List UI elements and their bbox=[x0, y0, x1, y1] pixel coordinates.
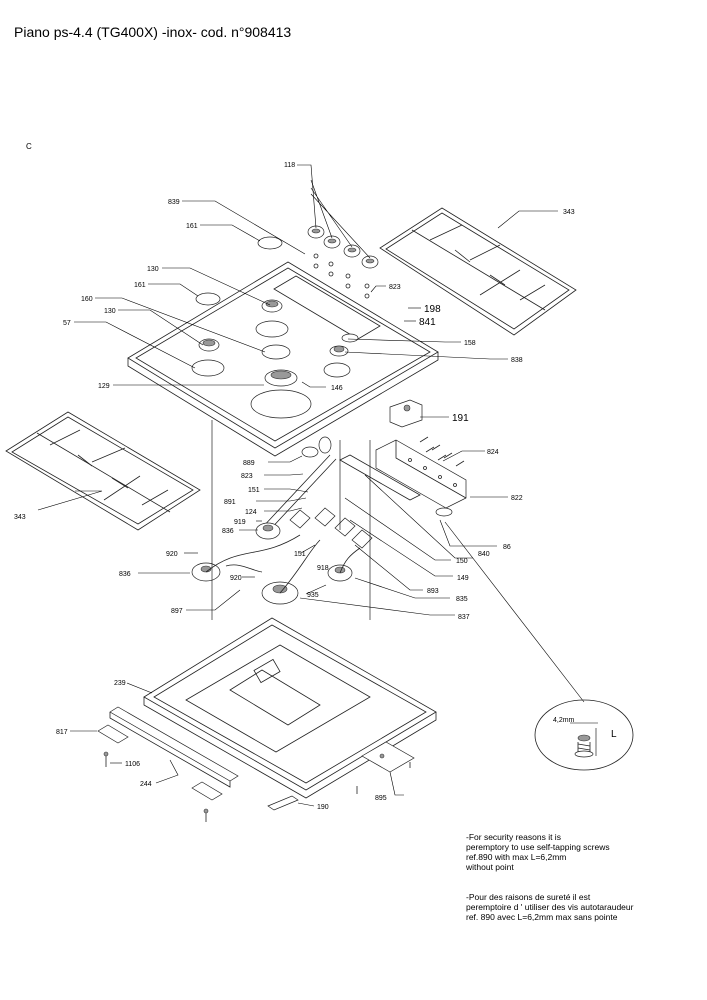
note-line: peremptoire d ' utiliser des vis autotar… bbox=[466, 902, 634, 912]
callout-57: 57 bbox=[63, 320, 71, 327]
control-knobs bbox=[307, 225, 379, 299]
detail-dimension: 4,2mm bbox=[553, 717, 575, 724]
callout-891: 891 bbox=[224, 499, 236, 506]
callout-198: 198 bbox=[424, 304, 441, 315]
burner-right bbox=[323, 345, 351, 378]
safety-note-french: -Pour des raisons de sureté il est perem… bbox=[466, 892, 633, 922]
screw-detail-magnifier: 4,2mm L bbox=[444, 521, 634, 771]
leader-lines bbox=[37, 164, 558, 807]
callout-837: 837 bbox=[458, 614, 470, 621]
ignition-generator bbox=[389, 399, 423, 428]
front-strip bbox=[109, 706, 239, 788]
burner-rear-left bbox=[255, 299, 289, 338]
callout-823: 823 bbox=[389, 284, 401, 291]
clip-817 bbox=[97, 724, 129, 767]
callout-161: 161 bbox=[186, 223, 198, 230]
callout-893: 893 bbox=[427, 588, 439, 595]
hob-top-plate bbox=[127, 261, 439, 457]
callout-labels: 118 839 161 343 130 161 160 130 823 198 … bbox=[14, 162, 575, 811]
note-line: peremptory to use self-tapping screws bbox=[466, 842, 610, 852]
callout-935: 935 bbox=[307, 592, 319, 599]
callout-118: 118 bbox=[284, 162, 295, 169]
callout-919: 919 bbox=[234, 519, 246, 526]
callout-146: 146 bbox=[331, 385, 343, 392]
callout-191: 191 bbox=[452, 413, 469, 424]
pan-support-grid-left bbox=[5, 411, 201, 531]
callout-817: 817 bbox=[56, 729, 68, 736]
callout-895: 895 bbox=[375, 795, 387, 802]
callout-239: 239 bbox=[114, 680, 126, 687]
base-tray bbox=[143, 617, 437, 799]
callout-823: 823 bbox=[241, 473, 253, 480]
callout-889: 889 bbox=[243, 460, 255, 467]
callout-160: 160 bbox=[81, 296, 93, 303]
clip-190 bbox=[267, 795, 299, 811]
callout-838: 838 bbox=[511, 357, 523, 364]
callout-130: 130 bbox=[147, 266, 159, 273]
safety-note-english: -For security reasons it is peremptory t… bbox=[466, 832, 610, 872]
callout-1106: 1106 bbox=[125, 761, 140, 768]
thermocouple-wires bbox=[205, 534, 361, 594]
callout-190: 190 bbox=[317, 804, 329, 811]
clip-lower bbox=[191, 781, 223, 822]
callout-822: 822 bbox=[511, 495, 523, 502]
gas-manifold bbox=[259, 436, 421, 549]
detail-length-symbol: L bbox=[611, 729, 617, 740]
note-line: without point bbox=[466, 862, 514, 872]
callout-836: 836 bbox=[119, 571, 131, 578]
support-plate bbox=[356, 741, 415, 794]
note-line: ref.890 with max L=6,2mm bbox=[466, 852, 567, 862]
foot-part-86 bbox=[435, 507, 453, 517]
burner-cup-836-upper bbox=[255, 522, 281, 540]
callout-86: 86 bbox=[503, 544, 511, 551]
callout-343: 343 bbox=[563, 209, 575, 216]
burner-caps bbox=[195, 236, 359, 360]
note-line: -Pour des raisons de sureté il est bbox=[466, 892, 591, 902]
note-line: -For security reasons it is bbox=[466, 832, 561, 842]
callout-129: 129 bbox=[98, 383, 110, 390]
callout-161: 161 bbox=[134, 282, 146, 289]
page-title: Piano ps-4.4 (TG400X) -inox- cod. n°9084… bbox=[14, 24, 292, 40]
callout-836: 836 bbox=[222, 528, 234, 535]
pan-support-grid-right bbox=[379, 207, 577, 336]
callout-840: 840 bbox=[478, 551, 490, 558]
section-letter: C bbox=[26, 142, 32, 151]
callout-839: 839 bbox=[168, 199, 180, 206]
callout-343: 343 bbox=[14, 514, 26, 521]
note-line: ref. 890 avec L=6,2mm max sans pointe bbox=[466, 912, 618, 922]
callout-151: 151 bbox=[294, 551, 306, 558]
callout-918: 918 bbox=[317, 565, 329, 572]
callout-150: 150 bbox=[456, 558, 468, 565]
mounting-bracket bbox=[375, 439, 467, 509]
callout-835: 835 bbox=[456, 596, 468, 603]
callout-841: 841 bbox=[419, 317, 436, 328]
burner-front-large bbox=[250, 369, 312, 419]
callout-244: 244 bbox=[140, 781, 152, 788]
callout-124: 124 bbox=[245, 509, 257, 516]
callout-130: 130 bbox=[104, 308, 116, 315]
callout-920: 920 bbox=[166, 551, 178, 558]
callout-158: 158 bbox=[464, 340, 476, 347]
callout-897: 897 bbox=[171, 608, 183, 615]
callout-920: 920 bbox=[230, 575, 242, 582]
burner-left bbox=[191, 338, 225, 377]
callout-824: 824 bbox=[487, 449, 499, 456]
callout-149: 149 bbox=[457, 575, 469, 582]
callout-151: 151 bbox=[248, 487, 260, 494]
bracket-screws bbox=[419, 436, 465, 467]
